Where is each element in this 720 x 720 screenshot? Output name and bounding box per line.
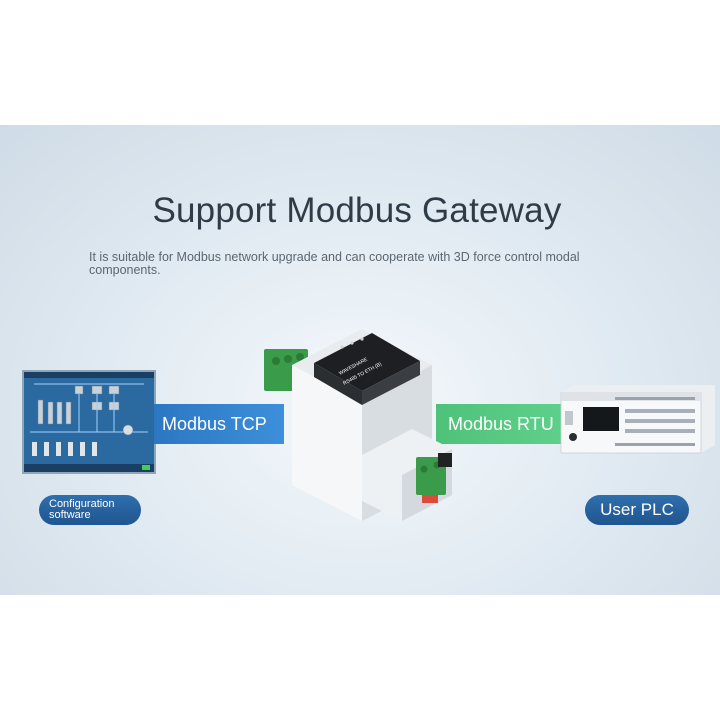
modbus-rtu-label: Modbus RTU	[448, 413, 554, 434]
scada-diagram-icon	[24, 372, 154, 472]
modbus-tcp-band: Modbus TCP	[154, 404, 284, 444]
modbus-rtu-band: Modbus RTU	[436, 404, 566, 444]
gateway-device-image: WAVESHARE RS485 TO ETH (B)	[262, 325, 462, 525]
config-label-line1: Configuration	[49, 498, 115, 510]
page-subtitle: It is suitable for Modbus network upgrad…	[89, 250, 580, 277]
user-plc-label: User PLC	[600, 500, 674, 519]
din-rail-gateway-icon: WAVESHARE RS485 TO ETH (B)	[264, 329, 452, 521]
user-plc-pill: User PLC	[585, 495, 689, 525]
plc-icon	[560, 385, 715, 454]
user-plc-image	[555, 385, 715, 461]
config-label-line2: software	[49, 509, 91, 521]
modbus-tcp-label: Modbus TCP	[162, 413, 267, 434]
page-title: Support Modbus Gateway	[152, 191, 562, 230]
configuration-software-pill: Configuration software	[39, 495, 141, 525]
product-banner: Support Modbus Gateway It is suitable fo…	[0, 125, 720, 595]
configuration-software-screen	[22, 370, 156, 474]
